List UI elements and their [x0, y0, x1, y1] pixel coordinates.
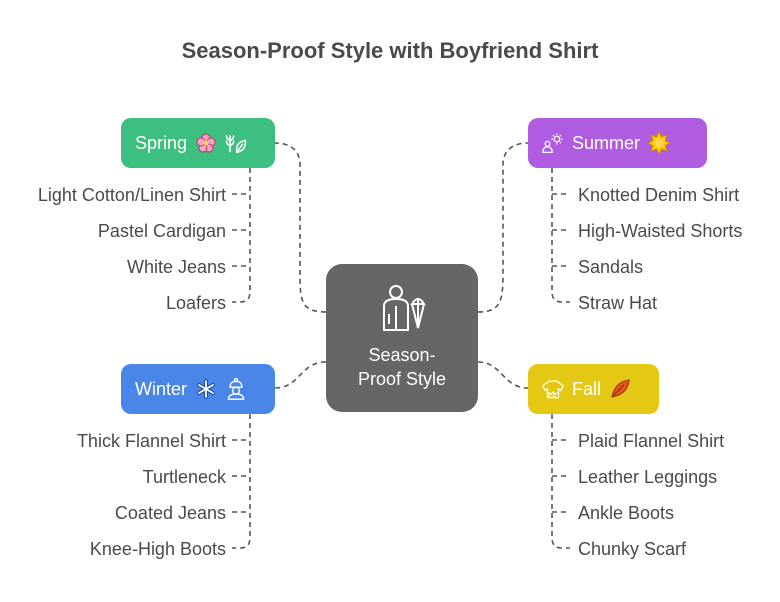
sun-person-icon [542, 132, 564, 154]
diagram-title: Season-Proof Style with Boyfriend Shirt [181, 38, 599, 63]
summer-item-lines [551, 168, 570, 303]
winter-label: Winter [135, 378, 188, 399]
summer-label: Summer [572, 132, 641, 153]
list-item: White Jeans [126, 257, 226, 277]
list-item: Coated Jeans [114, 503, 226, 523]
list-item: Thick Flannel Shirt [76, 431, 226, 451]
list-item: Knee-High Boots [89, 539, 226, 559]
list-item: Knotted Denim Shirt [578, 185, 740, 205]
spring-label: Spring [135, 132, 188, 153]
center-label: Season-Proof Style [357, 345, 447, 389]
spring-item-lines [232, 168, 251, 303]
center-node[interactable]: Season-Proof Style [326, 264, 478, 412]
list-item: Ankle Boots [578, 503, 675, 523]
list-item: Pastel Cardigan [97, 221, 226, 241]
flower-icon [195, 132, 217, 154]
leaves-icon [225, 132, 247, 154]
list-item: Leather Leggings [578, 467, 718, 487]
branch-winter[interactable]: Winter [121, 364, 275, 414]
list-item: Loafers [165, 293, 226, 313]
list-item: Plaid Flannel Shirt [578, 431, 725, 451]
connector-spring [274, 142, 327, 313]
fall-label: Fall [572, 378, 602, 399]
list-item: Light Cotton/Linen Shirt [37, 185, 226, 205]
list-item: Chunky Scarf [578, 539, 687, 559]
list-item: Sandals [578, 257, 644, 277]
list-item: High-Waisted Shorts [578, 221, 743, 241]
sun-icon [648, 132, 671, 154]
beanie-person-icon [225, 377, 247, 400]
connector-summer [477, 142, 529, 313]
branch-fall[interactable]: Fall [528, 364, 659, 414]
raincoat-umbrella-icon [383, 285, 426, 331]
sweater-icon [542, 378, 564, 400]
list-item: Straw Hat [578, 293, 658, 313]
snowflake-icon [195, 378, 217, 400]
connector-fall [477, 361, 529, 389]
list-item: Turtleneck [142, 467, 226, 487]
branch-summer[interactable]: Summer [528, 118, 707, 168]
connector-winter [274, 361, 327, 389]
winter-item-lines [232, 414, 251, 549]
fall-item-lines [551, 414, 570, 549]
branch-spring[interactable]: Spring [121, 118, 275, 168]
maple-leaf-icon [609, 378, 631, 400]
